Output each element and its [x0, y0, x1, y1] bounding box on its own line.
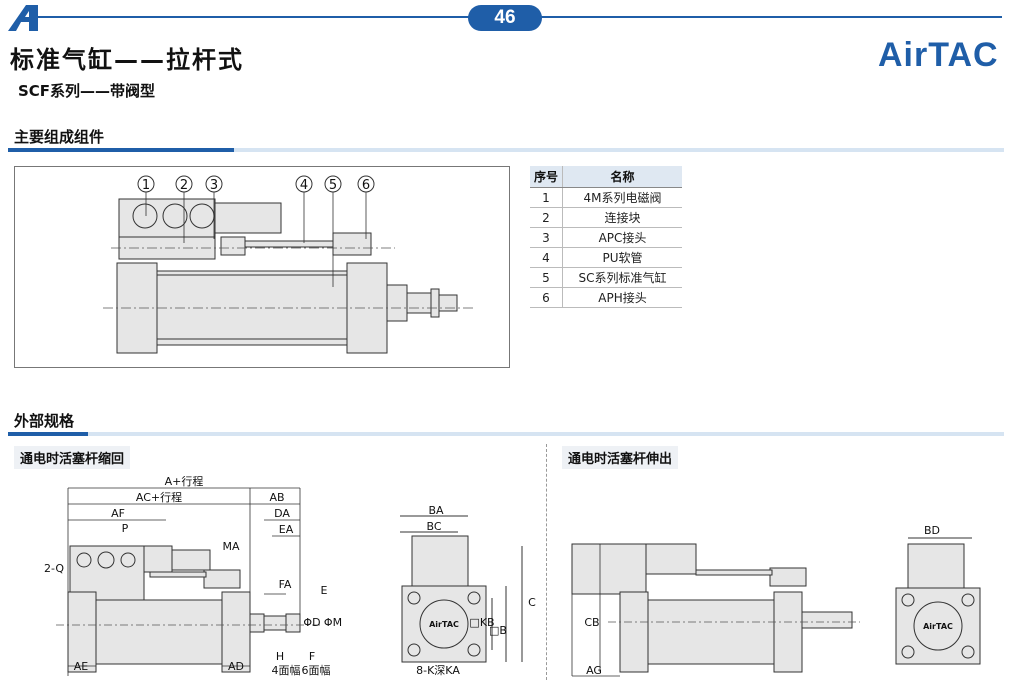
- cell-name: APH接头: [562, 287, 682, 308]
- components-diagram: 1 2 3 4 5 6: [14, 166, 510, 368]
- cell-name: 4M系列电磁阀: [562, 187, 682, 208]
- section-bar: [88, 432, 1004, 436]
- callout-1: 1: [142, 178, 150, 193]
- cell-name: SC系列标准气缸: [562, 267, 682, 288]
- dim-k: 8-K深KA: [416, 664, 460, 677]
- table-header-row: 序号 名称: [530, 166, 682, 188]
- extended-end-brand: AirTAC: [923, 622, 953, 631]
- dim-ad: AD: [228, 660, 244, 673]
- cell-number: 2: [530, 207, 563, 228]
- cylinder-assembly-drawing: 1 2 3 4 5 6: [103, 175, 475, 354]
- column-header-number: 序号: [530, 166, 563, 188]
- cell-name: PU软管: [562, 247, 682, 268]
- dim-da: DA: [274, 507, 290, 520]
- extended-side-view-drawing: CB AG: [571, 543, 860, 677]
- dim-width6: 6面幅: [302, 664, 331, 677]
- extended-end-view-drawing: BD AirTAC: [895, 524, 981, 665]
- dim-a: A+行程: [165, 476, 204, 488]
- dim-ma: MA: [222, 540, 239, 553]
- dim-ae: AE: [74, 660, 89, 673]
- dim-kb: □KB: [469, 616, 494, 629]
- dim-d: ΦD: [303, 616, 320, 629]
- section-title-dimensions: 外部规格: [14, 412, 75, 430]
- dim-bc: BC: [426, 520, 441, 533]
- extended-subtitle: 通电时活塞杆伸出: [562, 446, 679, 469]
- section-bar-accent: [8, 148, 234, 152]
- dim-ac: AC+行程: [136, 491, 182, 504]
- cell-number: 4: [530, 247, 563, 268]
- brand-logo: AirTAC: [878, 36, 999, 74]
- page-number: 46: [468, 5, 542, 31]
- callout-5: 5: [329, 178, 337, 193]
- section-bar: [234, 148, 1004, 152]
- series-subtitle: SCF系列——带阀型: [18, 82, 156, 100]
- dim-c: C: [528, 596, 536, 609]
- dim-ab: AB: [269, 491, 284, 504]
- dim-q: 2-Q: [44, 562, 64, 575]
- dim-width4: 4面幅: [272, 664, 301, 677]
- retracted-end-view-drawing: BA BC C □KB □B AirTAC 8-K深KA: [400, 506, 536, 677]
- section-bar-accent: [8, 432, 88, 436]
- callout-3: 3: [210, 178, 218, 193]
- section-title-components: 主要组成组件: [14, 128, 105, 146]
- dim-ag: AG: [586, 664, 602, 677]
- cell-number: 5: [530, 267, 563, 288]
- dim-m: ΦM: [324, 616, 342, 629]
- dim-ea: EA: [279, 523, 294, 536]
- retracted-side-view-drawing: A+行程 AC+行程 AB AF DA EA P MA 2-Q FA E ΦD …: [44, 476, 342, 677]
- cell-name: 连接块: [562, 207, 682, 228]
- cell-number: 1: [530, 187, 563, 208]
- callout-4: 4: [300, 178, 308, 193]
- callout-6: 6: [362, 178, 370, 193]
- retracted-subtitle: 通电时活塞杆缩回: [14, 446, 131, 469]
- dim-ba: BA: [428, 506, 444, 517]
- cell-name: APC接头: [562, 227, 682, 248]
- dim-bd: BD: [924, 524, 940, 537]
- end-view-brand: AirTAC: [429, 620, 459, 629]
- dim-h: H: [276, 650, 284, 663]
- dim-cb: CB: [584, 616, 599, 629]
- column-header-name: 名称: [562, 166, 682, 188]
- dim-b: □B: [489, 624, 507, 637]
- page-title: 标准气缸——拉杆式: [10, 46, 244, 74]
- callout-2: 2: [180, 178, 188, 193]
- dim-af: AF: [111, 507, 125, 520]
- dim-fa: FA: [279, 578, 292, 591]
- dim-f: F: [309, 650, 315, 663]
- dim-p: P: [122, 522, 129, 535]
- section-divider: [546, 444, 547, 680]
- cell-number: 6: [530, 287, 563, 308]
- logo-mark-icon: [8, 5, 38, 31]
- dim-e: E: [321, 584, 328, 597]
- cell-number: 3: [530, 227, 563, 248]
